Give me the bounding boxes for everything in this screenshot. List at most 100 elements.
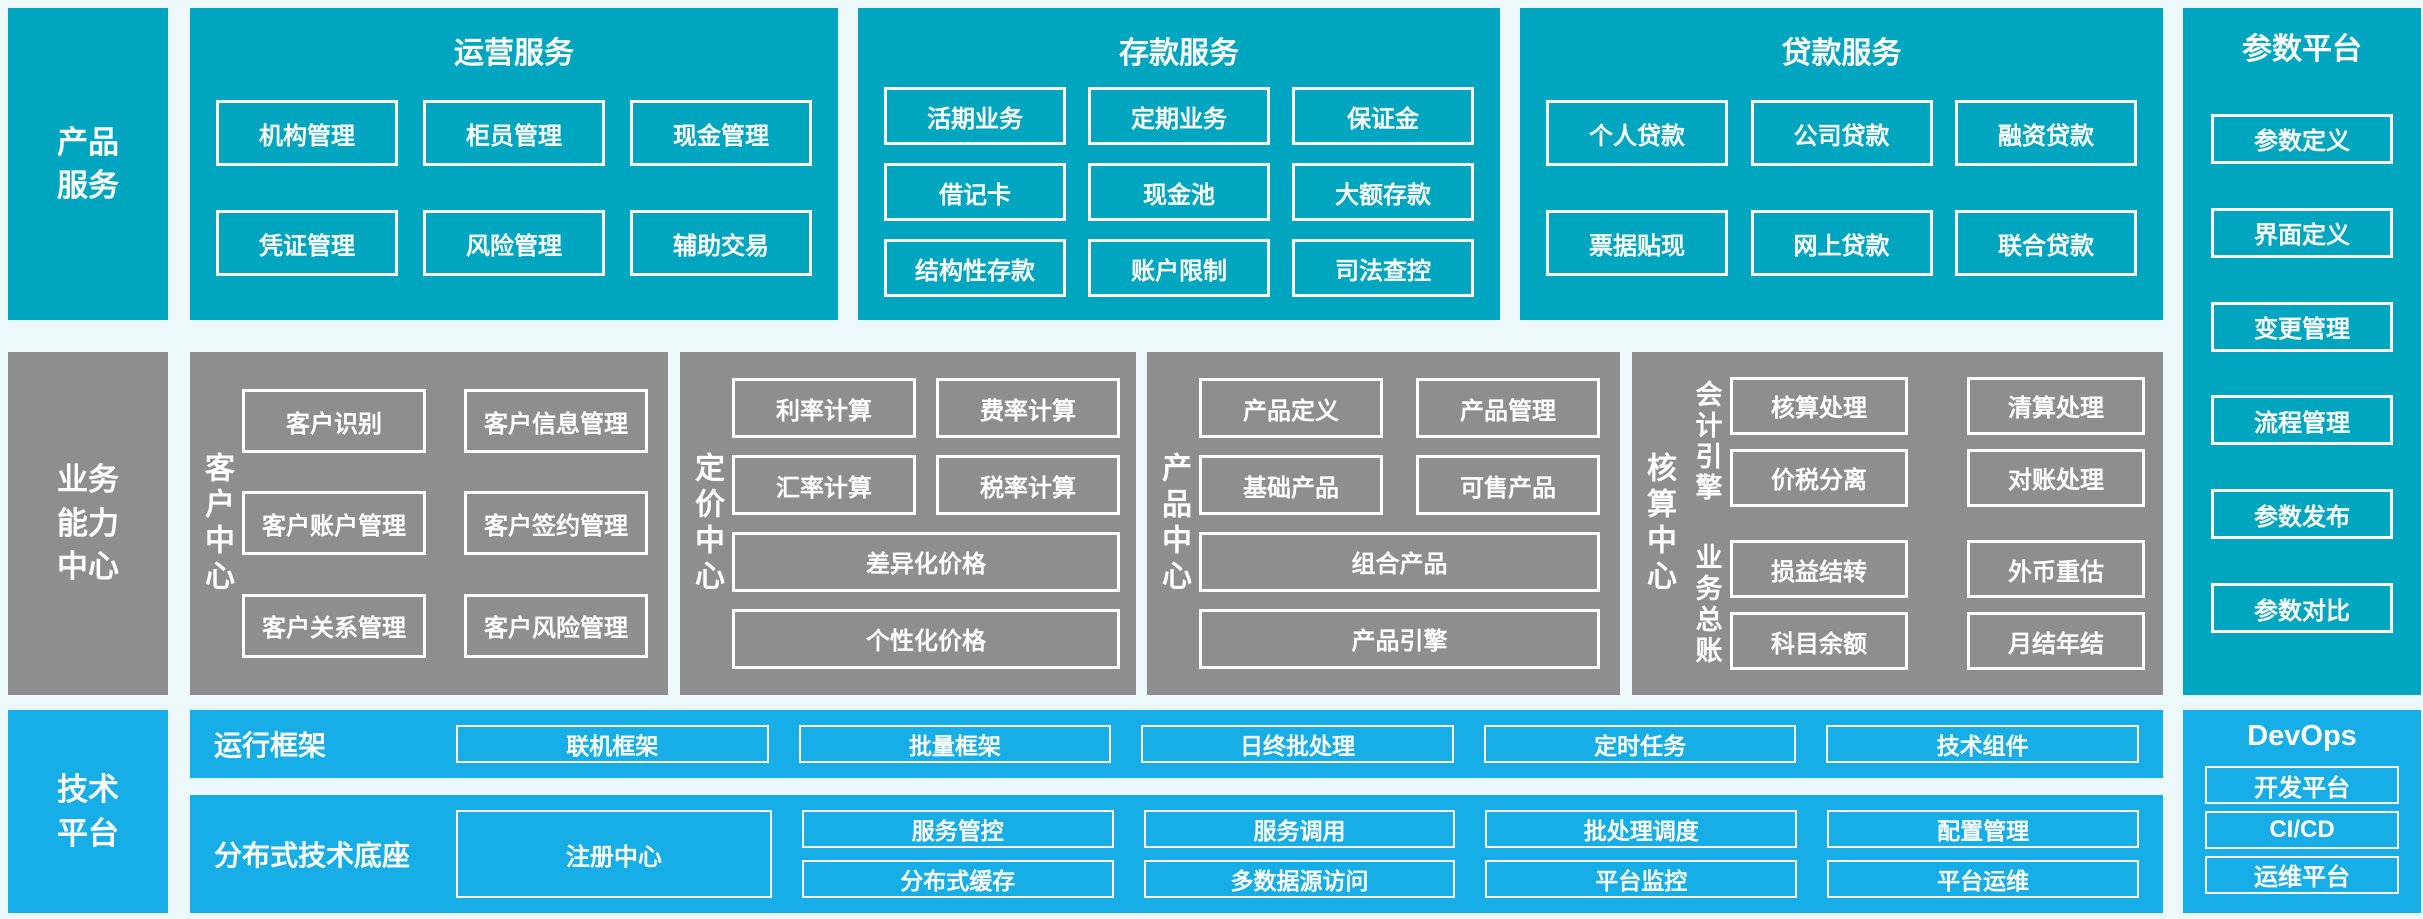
node-grid: 利率计算 费率计算 汇率计算 税率计算 差异化价格 个性化价格 — [732, 352, 1136, 695]
strip-label: 运行框架 — [214, 730, 327, 761]
diagram-node: 机构管理 — [216, 100, 398, 166]
node-column: 服务调用 多数据源访问 — [1143, 810, 1456, 898]
diagram-node: 产品定义 — [1199, 378, 1383, 439]
panel-accounting-center: 核算中心 会计引擎 核算处理 清算处理 价税分离 对账处理 — [1632, 352, 2163, 695]
panel-devops: DevOps 开发平台 CI/CD 运维平台 — [2183, 710, 2421, 913]
diagram-node: 活期业务 — [884, 87, 1066, 145]
diagram-node: 汇率计算 — [732, 455, 916, 516]
panel-operations-services: 运营服务 机构管理 柜员管理 现金管理 凭证管理 风险管理 辅助交易 — [190, 8, 838, 320]
node-grid: 客户识别 客户信息管理 客户账户管理 客户签约管理 客户关系管理 客户风险管理 — [242, 352, 668, 695]
node-row: 结构性存款 账户限制 司法查控 — [884, 239, 1474, 297]
panel-title: 参数平台 — [2242, 33, 2362, 66]
node-row: 价税分离 对账处理 — [1730, 448, 2145, 507]
diagram-node: 对账处理 — [1967, 448, 2145, 507]
node-row: 产品定义 产品管理 — [1199, 378, 1600, 439]
node-row: 客户识别 客户信息管理 — [242, 389, 648, 454]
node-row: 客户账户管理 客户签约管理 — [242, 491, 648, 556]
diagram-node: 客户签约管理 — [464, 491, 648, 556]
panel-pricing-center: 定价中心 利率计算 费率计算 汇率计算 税率计算 差异化价格 个性化价格 — [680, 352, 1136, 695]
panel-body: 个人贷款 公司贷款 融资贷款 票据贴现 网上贷款 联合贷款 — [1520, 72, 2163, 320]
diagram-node: 融资贷款 — [1955, 100, 2137, 166]
node-column: 配置管理 平台运维 — [1827, 810, 2139, 898]
diagram-node: 费率计算 — [936, 378, 1120, 439]
diagram-node: 借记卡 — [884, 163, 1066, 221]
diagram-node: 网上贷款 — [1750, 210, 1933, 276]
diagram-node: 定时任务 — [1483, 725, 1797, 763]
diagram-node: 核算处理 — [1730, 376, 1908, 435]
panel-deposit-services: 存款服务 活期业务 定期业务 保证金 借记卡 现金池 大额存款 结构性存款 账户… — [858, 8, 1500, 320]
node-column: 服务管控 分布式缓存 — [801, 810, 1114, 898]
diagram-node: 清算处理 — [1967, 376, 2145, 435]
panel-body: 核算中心 会计引擎 核算处理 清算处理 价税分离 对账处理 — [1632, 352, 2163, 695]
rail-label-tech-platform: 技术平台 — [8, 710, 168, 913]
node-row: 活期业务 定期业务 保证金 — [884, 87, 1474, 145]
diagram-node: 产品管理 — [1416, 378, 1600, 439]
diagram-node: 开发平台 — [2205, 766, 2399, 805]
diagram-node: 保证金 — [1292, 87, 1474, 145]
diagram-node: 平台监控 — [1485, 860, 1798, 898]
node-row: 机构管理 柜员管理 现金管理 — [216, 100, 812, 166]
panel-title: 存款服务 — [1119, 37, 1239, 70]
node-row: 个人贷款 公司贷款 融资贷款 — [1546, 100, 2137, 166]
vertical-label: 定价中心 — [690, 451, 723, 596]
diagram-node: 损益结转 — [1730, 540, 1908, 599]
diagram-node: 服务管控 — [801, 810, 1114, 848]
diagram-node: 联机框架 — [456, 725, 769, 763]
diagram-node: 利率计算 — [732, 378, 916, 439]
node-column: 批处理调度 平台监控 — [1485, 810, 1798, 898]
node-row: 利率计算 费率计算 — [732, 378, 1120, 439]
diagram-node: 公司贷款 — [1750, 100, 1933, 166]
diagram-node: 现金管理 — [630, 100, 812, 166]
diagram-node: 客户风险管理 — [464, 593, 648, 658]
strip-runtime-framework: 运行框架 联机框架 批量框架 日终批处理 定时任务 技术组件 — [190, 710, 2163, 778]
diagram-node: 个人贷款 — [1546, 100, 1728, 166]
strip-label: 分布式技术底座 — [214, 840, 411, 871]
diagram-node: 多数据源访问 — [1143, 860, 1456, 898]
node-grid: 会计引擎 核算处理 清算处理 价税分离 对账处理 业务总账 — [1684, 352, 2163, 695]
diagram-node: 客户信息管理 — [464, 389, 648, 454]
node-row: 联机框架 批量框架 日终批处理 定时任务 技术组件 — [456, 725, 2139, 763]
business-ledger-group: 业务总账 损益结转 外币重估 科目余额 月结年结 — [1684, 540, 2145, 671]
diagram-node: 票据贴现 — [1546, 210, 1728, 276]
diagram-node: 联合贷款 — [1955, 210, 2137, 276]
panel-body: 活期业务 定期业务 保证金 借记卡 现金池 大额存款 结构性存款 账户限制 司法… — [858, 72, 1500, 320]
diagram-node: 可售产品 — [1416, 455, 1600, 516]
diagram-node: 日终批处理 — [1141, 725, 1454, 763]
node-row: 客户关系管理 客户风险管理 — [242, 593, 648, 658]
diagram-node: 司法查控 — [1292, 239, 1474, 297]
vertical-sublabel: 业务总账 — [1691, 543, 1722, 668]
rail-label-text: 产品服务 — [57, 124, 119, 203]
node-row: 注册中心 服务管控 分布式缓存 服务调用 多数据源访问 批处理调度 平台监控 配… — [456, 810, 2139, 898]
node-row: 科目余额 月结年结 — [1730, 612, 2145, 671]
diagram-node: 批处理调度 — [1485, 810, 1798, 848]
diagram-node: 税率计算 — [936, 455, 1120, 516]
panel-product-center: 产品中心 产品定义 产品管理 基础产品 可售产品 组合产品 产品引擎 — [1147, 352, 1620, 695]
node-row: 汇率计算 税率计算 — [732, 455, 1120, 516]
diagram-node: 客户识别 — [242, 389, 426, 454]
diagram-node: 辅助交易 — [630, 210, 812, 276]
diagram-node: 技术组件 — [1826, 725, 2139, 763]
strip-distributed-tech-base: 分布式技术底座 注册中心 服务管控 分布式缓存 服务调用 多数据源访问 批处理调… — [190, 795, 2163, 913]
diagram-node: 大额存款 — [1292, 163, 1474, 221]
diagram-node: 分布式缓存 — [801, 860, 1114, 898]
rail-label-text: 技术平台 — [57, 772, 119, 851]
diagram-node: 基础产品 — [1199, 455, 1383, 516]
panel-title: 贷款服务 — [1781, 37, 1902, 70]
diagram-node: 注册中心 — [456, 810, 772, 898]
vertical-label: 产品中心 — [1157, 451, 1190, 596]
diagram-node: CI/CD — [2205, 810, 2399, 849]
diagram-node: 组合产品 — [1199, 531, 1600, 592]
rail-label-product-services: 产品服务 — [8, 8, 168, 320]
diagram-node: 界面定义 — [2211, 207, 2393, 258]
diagram-node: 外币重估 — [1967, 540, 2145, 599]
diagram-node: 运维平台 — [2205, 855, 2399, 894]
panel-parameter-platform: 参数平台 参数定义 界面定义 变更管理 流程管理 参数发布 参数对比 — [2183, 8, 2421, 695]
node-grid: 产品定义 产品管理 基础产品 可售产品 组合产品 产品引擎 — [1199, 352, 1620, 695]
panel-title: 运营服务 — [454, 37, 574, 70]
diagram-node: 凭证管理 — [216, 210, 398, 276]
diagram-node: 参数发布 — [2211, 489, 2393, 540]
panel-body: 产品中心 产品定义 产品管理 基础产品 可售产品 组合产品 产品引擎 — [1147, 352, 1620, 695]
panel-body: 参数定义 界面定义 变更管理 流程管理 参数发布 参数对比 — [2183, 68, 2421, 695]
diagram-node: 定期业务 — [1088, 87, 1270, 145]
